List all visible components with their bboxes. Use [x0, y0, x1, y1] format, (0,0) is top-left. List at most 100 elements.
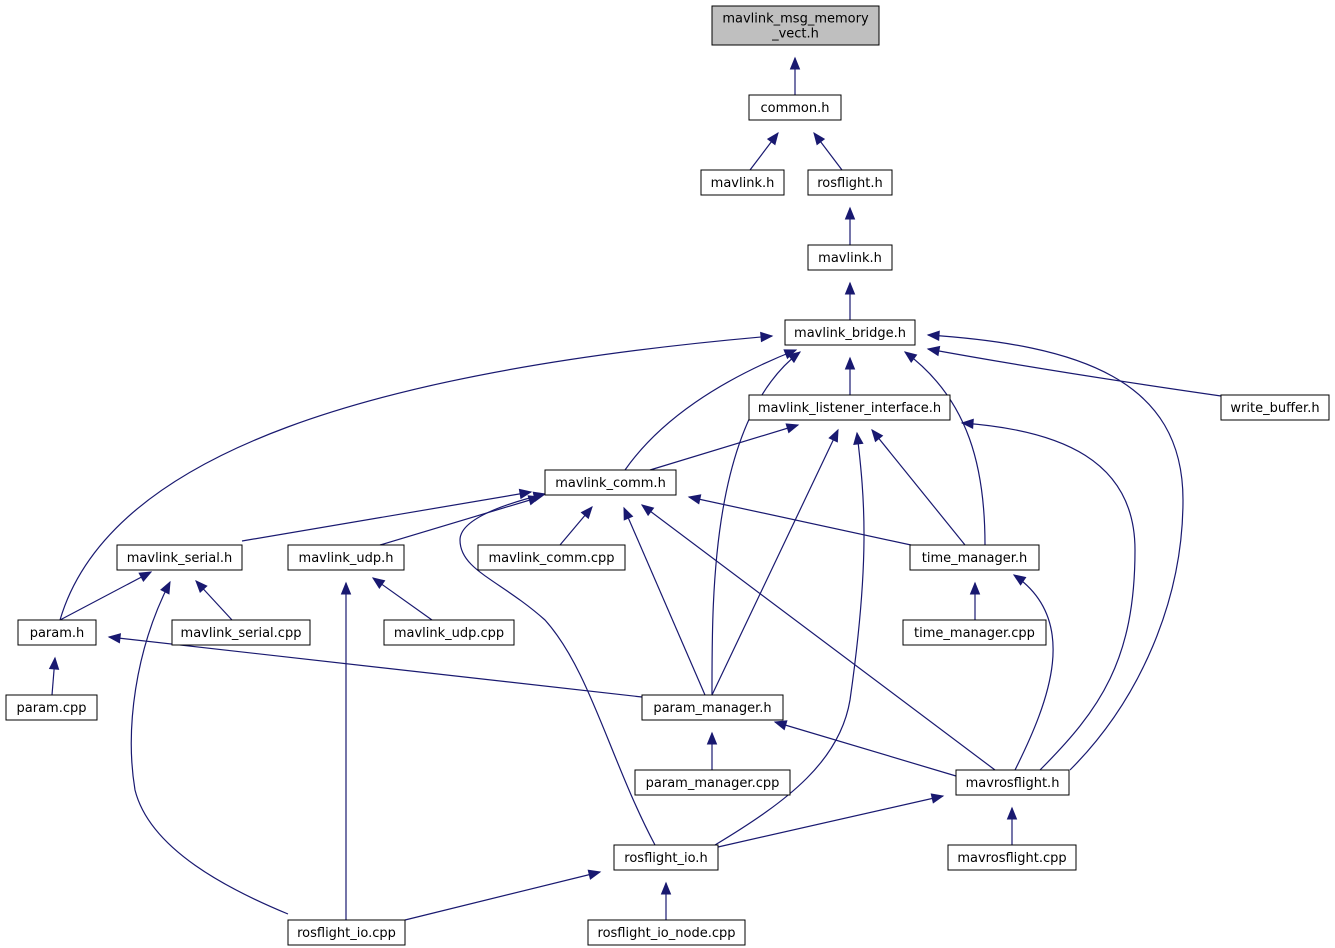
edge-mavrosflight_h-to-time_manager_h: [1012, 574, 1054, 771]
node-mavrosflight-h[interactable]: mavrosflight.h: [955, 769, 1070, 796]
node-mavrosflight-cpp[interactable]: mavrosflight.cpp: [947, 844, 1077, 871]
node-label: mavlink_serial.cpp: [181, 626, 302, 641]
arrowhead-icon: [195, 580, 208, 594]
node-param-manager-cpp[interactable]: param_manager.cpp: [634, 769, 791, 796]
node-param-cpp[interactable]: param.cpp: [5, 694, 98, 721]
edge-line: [711, 429, 839, 696]
node-box: [807, 244, 893, 271]
edge-line: [624, 349, 797, 471]
node-label: mavlink_udp.cpp: [394, 626, 504, 641]
node-mavlink-h-a[interactable]: mavlink.h: [700, 169, 785, 196]
edge-line: [871, 429, 966, 546]
node-box: [641, 694, 784, 721]
edge-line: [241, 491, 532, 542]
node-label: mavlink_listener_interface.h: [758, 401, 941, 416]
edge-line: [130, 581, 289, 915]
arrowhead-icon: [760, 331, 774, 343]
edge-time_manager_h-to-mavlink_listener_interface_h: [871, 428, 966, 546]
arrowhead-icon: [969, 581, 981, 595]
edge-line: [711, 351, 801, 696]
node-box: [807, 169, 893, 196]
node-box: [634, 769, 791, 796]
node-time-manager-h[interactable]: time_manager.h: [909, 544, 1040, 571]
edge-mavlink_serial_cpp-to-mavlink_serial_h: [195, 580, 233, 621]
edge-line: [714, 432, 865, 846]
edge-line: [59, 571, 152, 621]
node-box: [477, 544, 626, 571]
node-label: mavlink_msg_memory: [722, 12, 869, 27]
edge-line: [1013, 574, 1054, 771]
node-time-manager-cpp[interactable]: time_manager.cpp: [902, 619, 1047, 646]
node-box: [748, 394, 951, 421]
edge-line: [372, 577, 433, 621]
edge-param_manager_h-to-mavlink_bridge_h: [711, 351, 802, 696]
edge-line: [904, 351, 986, 546]
arrowhead-icon: [660, 881, 672, 895]
edge-param_manager_h-to-mavlink_comm_h: [623, 506, 706, 696]
arrowhead-icon: [853, 431, 864, 446]
node-box: [287, 919, 406, 946]
edge-mavlink_serial_h-to-mavlink_comm_h: [241, 488, 533, 542]
arrowhead-icon: [48, 656, 60, 670]
arrowhead-icon: [160, 580, 171, 595]
edge-rosflight_io_h-to-mavrosflight_h: [717, 793, 945, 848]
arrowhead-icon: [773, 720, 788, 731]
node-box: [909, 544, 1040, 571]
edge-rosflight_h-to-common_h: [813, 131, 843, 171]
arrowhead-icon: [580, 505, 593, 520]
arrowhead-icon: [640, 504, 655, 517]
node-mavlink-udp-h[interactable]: mavlink_udp.h: [287, 544, 405, 571]
node-write-buffer-h[interactable]: write_buffer.h: [1220, 394, 1330, 421]
node-label: mavlink.h: [818, 251, 882, 266]
node-mavlink-serial-h[interactable]: mavlink_serial.h: [116, 544, 243, 571]
edge-param_h-to-mavlink_serial_h: [59, 571, 153, 621]
node-box: [17, 619, 97, 646]
node-mavlink-serial-cpp[interactable]: mavlink_serial.cpp: [171, 619, 311, 646]
arrowhead-icon: [926, 330, 940, 341]
edge-mavrosflight_cpp-to-mavrosflight_h: [1006, 806, 1018, 845]
edge-line: [59, 335, 773, 621]
edge-line: [649, 424, 799, 471]
edge-rosflight_io_h-to-mavlink_listener_interface_h: [714, 431, 865, 846]
node-mavlink-udp-cpp[interactable]: mavlink_udp.cpp: [383, 619, 515, 646]
node-param-manager-h[interactable]: param_manager.h: [641, 694, 784, 721]
edges-layer: [48, 56, 1222, 921]
node-label: time_manager.cpp: [914, 626, 1035, 641]
edge-param_manager_cpp-to-param_manager_h: [706, 731, 718, 770]
node-mavlink-msg-memory-vect: mavlink_msg_memory_vect.h: [711, 5, 880, 46]
node-label: mavlink_serial.h: [127, 551, 233, 566]
edge-line: [688, 496, 912, 546]
node-param-h[interactable]: param.h: [17, 619, 97, 646]
edge-line: [961, 422, 1136, 771]
edge-mavrosflight_h-to-mavlink_bridge_h: [926, 330, 1184, 771]
edge-line: [774, 721, 957, 777]
edge-line: [379, 496, 541, 546]
node-common-h[interactable]: common.h: [748, 94, 842, 121]
node-label: rosflight_io.h: [624, 851, 707, 866]
edge-param_manager_h-to-param_h: [107, 633, 643, 698]
edge-line: [641, 504, 996, 771]
arrowhead-icon: [813, 131, 826, 146]
arrowhead-icon: [766, 131, 779, 146]
edge-mavrosflight_h-to-mavlink_listener_interface_h: [960, 418, 1136, 771]
node-mavlink-listener-interface-h[interactable]: mavlink_listener_interface.h: [748, 394, 951, 421]
edge-mavlink_h_b-to-rosflight_h: [844, 206, 856, 245]
arrowhead-icon: [903, 351, 918, 364]
arrowhead-icon: [930, 793, 945, 804]
node-label: mavrosflight.h: [966, 776, 1060, 791]
node-mavlink-comm-h[interactable]: mavlink_comm.h: [544, 469, 677, 496]
edge-line: [459, 493, 656, 846]
node-rosflight-io-h[interactable]: rosflight_io.h: [613, 844, 719, 871]
node-mavlink-h-b[interactable]: mavlink.h: [807, 244, 893, 271]
node-box: [544, 469, 677, 496]
node-rosflight-h[interactable]: rosflight.h: [807, 169, 893, 196]
edge-mavlink_comm_h-to-mavlink_listener_interface_h: [649, 423, 800, 471]
arrowhead-icon: [926, 345, 941, 357]
node-label: mavlink_udp.h: [299, 551, 394, 566]
node-mavlink-bridge-h[interactable]: mavlink_bridge.h: [784, 319, 916, 346]
node-mavlink-comm-cpp[interactable]: mavlink_comm.cpp: [477, 544, 626, 571]
node-rosflight-io-node-cpp[interactable]: rosflight_io_node.cpp: [587, 919, 746, 946]
arrowhead-icon: [518, 488, 533, 500]
node-rosflight-io-cpp[interactable]: rosflight_io.cpp: [287, 919, 406, 946]
arrowhead-icon: [687, 494, 702, 505]
